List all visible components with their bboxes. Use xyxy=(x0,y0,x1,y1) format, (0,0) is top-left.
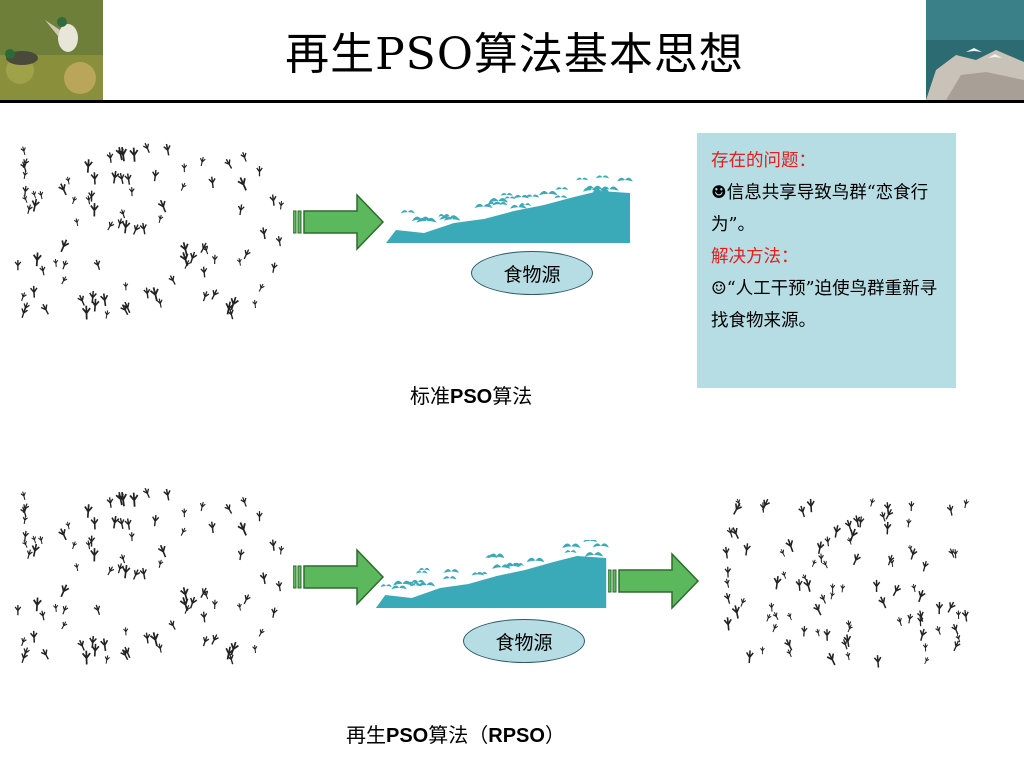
standard-pso-caption: 标准PSO算法 xyxy=(410,386,533,408)
seagulls-photo xyxy=(926,0,1024,100)
title-divider xyxy=(0,100,1024,103)
ducks-photo xyxy=(0,0,103,100)
arrow-right-icon xyxy=(608,552,700,610)
arrow-right-icon xyxy=(293,548,385,606)
problem-heading: 存在的问题： xyxy=(711,151,816,171)
food-source-flock xyxy=(374,540,610,612)
solution-heading: 解决方法： xyxy=(711,247,799,267)
food-source-label: 食物源 xyxy=(463,619,585,663)
bird-flock-regenerated xyxy=(722,495,982,670)
food-source-flock xyxy=(384,175,634,247)
problem-text: ☻信息共享导致鸟群“恋食行为”。 xyxy=(711,183,929,235)
bird-flock-scattered-initial xyxy=(10,485,300,670)
solution-text: ☺“人工干预”迫使鸟群重新寻找食物来源。 xyxy=(711,279,938,331)
info-box: 存在的问题： ☻信息共享导致鸟群“恋食行为”。 解决方法： ☺“人工干预”迫使鸟… xyxy=(697,133,956,388)
arrow-right-icon xyxy=(293,193,385,251)
page-title: 再生PSO算法基本思想 xyxy=(285,29,744,80)
food-source-label: 食物源 xyxy=(471,251,593,295)
rpso-caption: 再生PSO算法（RPSO） xyxy=(346,725,565,747)
bird-flock-scattered xyxy=(10,140,300,325)
